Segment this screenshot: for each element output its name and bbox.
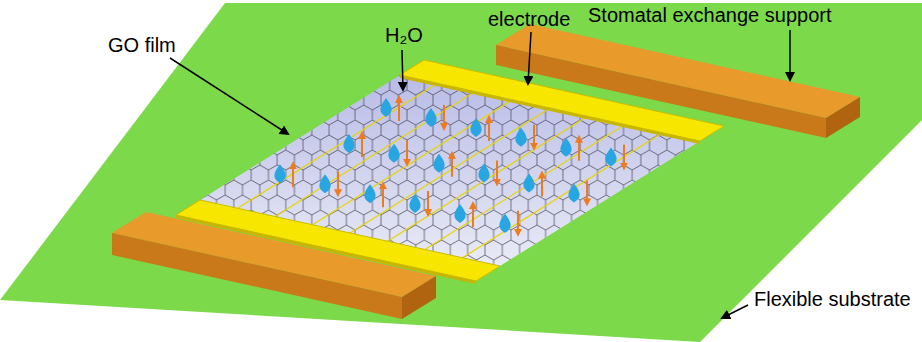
electrode-finger	[425, 125, 625, 250]
water-drop	[433, 154, 444, 173]
electrode-finger	[238, 83, 438, 208]
water-drop	[499, 214, 510, 233]
exchange-arrow	[586, 180, 588, 204]
flexible-substrate	[0, 3, 922, 342]
part-label: Stomatal exchange support	[588, 4, 832, 26]
water-drop	[454, 204, 465, 223]
water-drop	[568, 183, 579, 202]
electrode-finger	[313, 100, 513, 225]
exchange-arrow	[488, 117, 490, 141]
exchange-arrow	[578, 137, 580, 161]
water-drop	[515, 128, 526, 147]
exchange-arrow	[427, 191, 429, 215]
part-label: Flexible substrate	[754, 288, 911, 310]
exchange-arrow	[623, 145, 625, 169]
electrode-finger	[350, 108, 550, 233]
water-drop	[560, 138, 571, 157]
electrode-finger	[275, 92, 475, 217]
exchange-arrow	[451, 153, 453, 177]
exchange-arrow	[496, 161, 498, 185]
water-drop	[478, 164, 489, 183]
part-label: electrode	[488, 8, 570, 30]
exchange-arrow	[292, 163, 294, 187]
water-drop	[388, 144, 399, 163]
water-drop	[364, 184, 375, 203]
electrode-finger	[388, 116, 588, 241]
exchange-arrow	[443, 105, 445, 129]
exchange-arrow	[382, 183, 384, 207]
part-label: GO film	[108, 34, 176, 56]
exchange-arrow	[361, 133, 363, 157]
electrode-finger	[463, 133, 663, 258]
exchange-arrow	[398, 97, 400, 121]
water-drop	[274, 164, 285, 183]
water-drop	[343, 134, 354, 153]
exchange-arrow	[517, 211, 519, 235]
water-drop	[523, 174, 534, 193]
leader-arrows	[170, 30, 790, 318]
water-drop	[425, 108, 436, 127]
water-and-arrows	[274, 97, 624, 235]
exchange-arrow	[533, 125, 535, 149]
exchange-arrow	[406, 141, 408, 165]
exchange-arrow	[472, 203, 474, 227]
water-drop	[319, 174, 330, 193]
exchange-arrow	[541, 173, 543, 197]
exchange-arrow	[337, 171, 339, 195]
part-label: H₂O	[385, 24, 423, 46]
left-support	[112, 212, 436, 319]
water-drop	[605, 148, 616, 167]
water-drop	[380, 98, 391, 117]
water-drop	[409, 194, 420, 213]
water-drop	[470, 118, 481, 137]
